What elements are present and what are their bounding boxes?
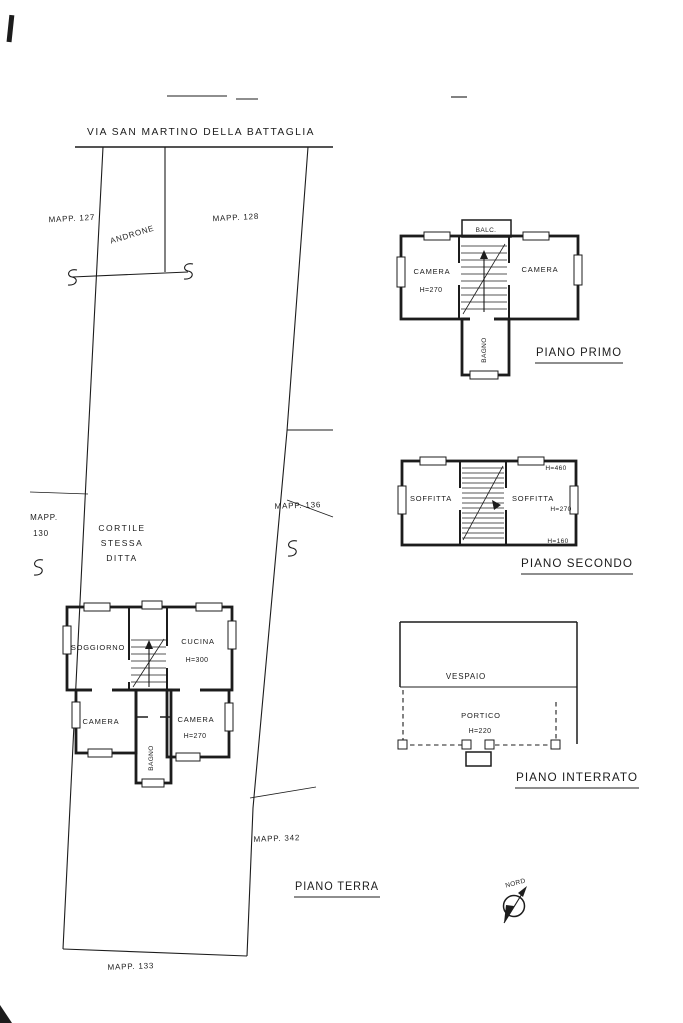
basement-plan: VESPAIO PORTICO H=220 PIANO INTERRATO	[397, 621, 639, 789]
caption-piano-primo: PIANO PRIMO	[536, 347, 622, 359]
street-name-label: VIA SAN MARTINO DELLA BATTAGLIA	[87, 126, 315, 138]
room-label-bagno: BAGNO	[148, 745, 155, 770]
parcel-label-mapp-127: MAPP. 127	[48, 213, 95, 224]
ground-floor-plan: SOGGIORNO CUCINA H=300 CAMERA CAMERA H=2…	[62, 600, 380, 898]
courtyard-label-line3: DITTA	[106, 553, 137, 563]
window-symbol	[522, 231, 550, 241]
window-symbol	[397, 485, 407, 515]
room-label-camera-left: CAMERA	[83, 717, 120, 726]
compass-needle-head	[518, 886, 527, 897]
window-symbol	[419, 456, 447, 466]
parcel-label-mapp-136: MAPP. 136	[274, 500, 321, 511]
courtyard-label-line2: STESSA	[101, 538, 144, 548]
window-symbol	[141, 600, 163, 610]
basement-step-outline	[465, 751, 492, 767]
balcony-label: BALC.	[476, 227, 497, 234]
door-opening	[457, 488, 463, 510]
window-symbol	[423, 231, 451, 241]
caption-piano-interrato: PIANO INTERRATO	[516, 772, 638, 784]
parcel-label-mapp-133: MAPP. 133	[107, 961, 154, 972]
door-opening	[126, 660, 132, 682]
height-label-bottom: H=160	[547, 538, 568, 545]
pillar-symbol	[484, 739, 495, 750]
caption-piano-terra: PIANO TERRA	[295, 881, 379, 893]
stair-arrow-head	[492, 500, 501, 510]
door-opening	[180, 687, 200, 693]
height-label-top: H=460	[545, 465, 566, 472]
window-symbol	[141, 778, 165, 788]
room-height-cucina: H=300	[186, 657, 209, 664]
first-floor-plan: BALC. CAMERA H=270 CAMERA BAGNO PIANO PR…	[396, 219, 623, 380]
stair-arrow-head	[145, 640, 153, 649]
pillar-symbol	[550, 739, 561, 750]
window-symbol	[87, 748, 113, 758]
room-label-portico: PORTICO	[461, 711, 501, 720]
stair-steps	[462, 467, 504, 539]
room-height-camera-left: H=270	[420, 287, 443, 294]
window-symbol	[227, 620, 237, 650]
leader-line-mapp130	[29, 491, 89, 495]
room-label-soffitta-right: SOFFITTA	[512, 494, 554, 503]
pillar-symbol	[461, 739, 472, 750]
height-label-mid: H=270	[550, 506, 571, 513]
parcel-label-mapp-342: MAPP. 342	[253, 833, 300, 844]
scan-artifacts	[0, 14, 467, 1023]
window-symbol	[224, 702, 234, 732]
room-label-soggiorno: SOGGIORNO	[71, 643, 125, 652]
leader-line-mapp342	[249, 786, 317, 799]
room-label-bagno: BAGNO	[481, 337, 488, 362]
second-floor-plan: SOFFITTA SOFFITTA H=460 H=270 H=160 PIAN…	[397, 456, 633, 575]
caption-piano-secondo: PIANO SECONDO	[521, 558, 633, 570]
room-height-camera-right: H=270	[184, 733, 207, 740]
second-floor-stairs	[462, 465, 504, 541]
parcel-bottom-boundary	[62, 948, 248, 957]
window-symbol	[83, 602, 111, 612]
window-symbol	[175, 752, 201, 762]
window-symbol	[573, 254, 583, 286]
stair-break-line	[462, 465, 504, 541]
artifact-mark	[0, 1005, 12, 1023]
androne-bottom-line	[71, 271, 189, 278]
parcel-right-boundary	[246, 146, 309, 957]
door-opening	[503, 488, 509, 510]
door-opening	[164, 646, 170, 668]
artifact-mark	[6, 14, 15, 43]
window-symbol	[469, 370, 499, 380]
door-opening	[506, 263, 512, 285]
parcel-label-mapp-128: MAPP. 128	[212, 212, 259, 223]
room-height-portico: H=220	[469, 728, 492, 735]
room-label-camera-right: CAMERA	[522, 265, 559, 274]
pillar-symbol	[397, 739, 408, 750]
ground-stairs	[131, 638, 166, 688]
compass-circle	[502, 894, 526, 918]
stair-arrow-head	[480, 250, 488, 259]
door-opening	[456, 263, 462, 285]
parcel-label-mapp-130-line1: MAPP.	[30, 513, 58, 522]
window-symbol	[517, 456, 545, 466]
room-label-camera-right: CAMERA	[178, 715, 215, 724]
first-floor-stairs	[461, 243, 507, 315]
room-label-vespaio: VESPAIO	[446, 672, 486, 681]
parcel-left-boundary	[62, 146, 104, 950]
leader-line-mapp136	[286, 499, 334, 518]
compass-needle-fill	[504, 905, 514, 923]
street: VIA SAN MARTINO DELLA BATTAGLIA	[75, 126, 333, 148]
courtyard-label-line1: CORTILE	[98, 523, 145, 533]
room-label-cucina: CUCINA	[181, 637, 215, 646]
window-symbol	[569, 485, 579, 515]
door-opening	[92, 687, 112, 693]
window-symbol	[71, 701, 81, 729]
room-label-soffitta-left: SOFFITTA	[410, 494, 452, 503]
window-symbol	[195, 602, 223, 612]
door-opening	[470, 316, 494, 322]
window-symbol	[62, 625, 72, 655]
window-symbol	[396, 256, 406, 288]
parcel-label-mapp-130-line2: 130	[33, 529, 49, 538]
room-label-camera-left: CAMERA	[414, 267, 451, 276]
